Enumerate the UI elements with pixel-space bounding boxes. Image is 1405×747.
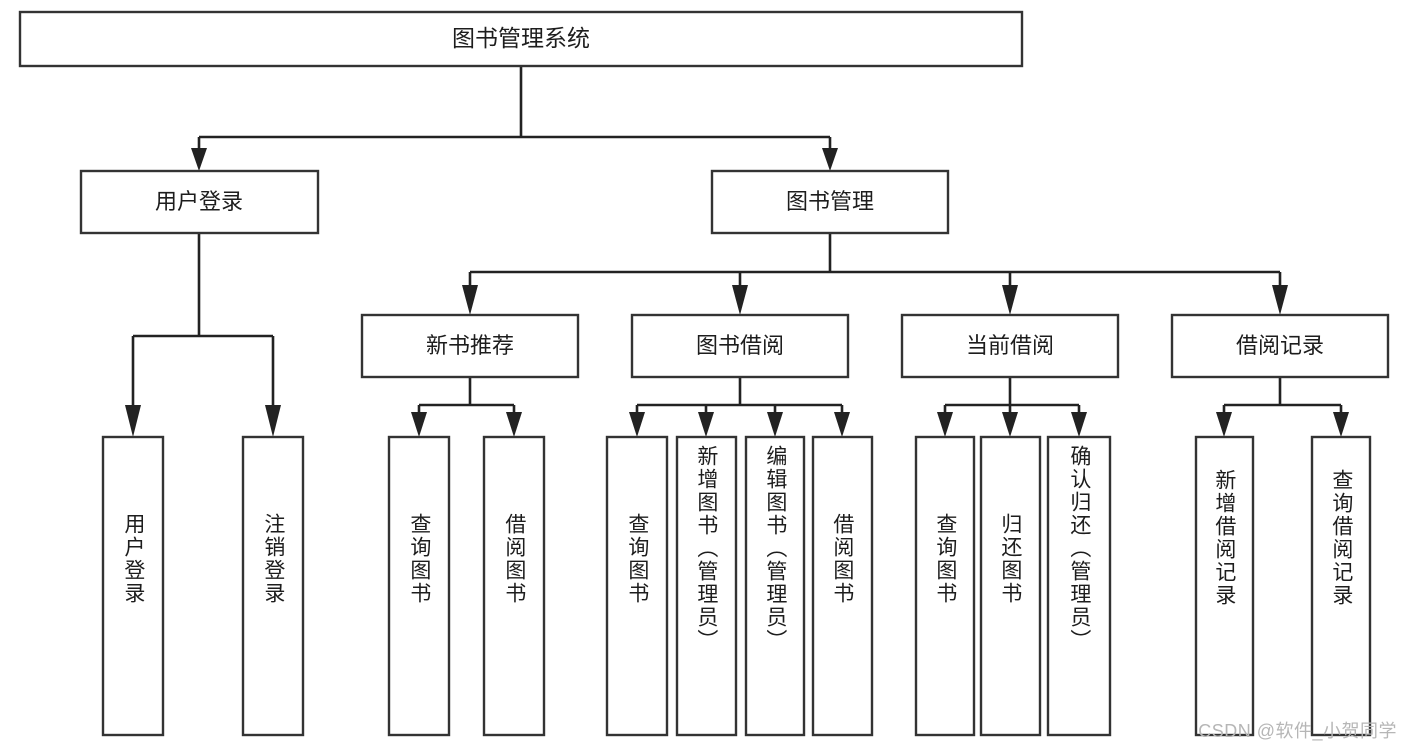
node-root-box[interactable] [18,10,1024,68]
leaf-box-borrow-book-1[interactable] [482,435,546,737]
leaf-box-confirm-return[interactable] [1046,435,1112,737]
node-book-manage[interactable]: 图书管理 [710,169,950,235]
arrow-head-icon [629,412,645,437]
arrow-head-icon [462,285,478,315]
arrow-head-icon [698,412,714,437]
arrow-head-icon [125,405,141,437]
node-book-borrow-label: 图书借阅 [696,333,784,358]
connector-group-current-borrow-to-leaves [937,377,1087,437]
connector-group-user-login-to-leaves [125,233,281,437]
node-root-label: 图书管理系统 [452,25,590,51]
arrow-head-icon [506,412,522,437]
node-current-borrow-label: 当前借阅 [966,333,1054,358]
arrow-head-icon [265,405,281,437]
arrow-head-icon [822,148,838,171]
leaf-box-borrow-book-2[interactable] [811,435,874,737]
arrow-head-icon [732,285,748,315]
leaf-box-edit-book[interactable] [744,435,806,737]
leaf-box-add-record[interactable] [1194,435,1255,737]
node-user-login-label: 用户登录 [155,189,243,214]
node-book-manage-box[interactable] [710,169,950,235]
arrow-head-icon [1002,412,1018,437]
node-new-book-recommend-box[interactable] [360,313,580,379]
arrow-head-icon [411,412,427,437]
node-borrow-record-label: 借阅记录 [1236,333,1324,358]
arrow-head-icon [1216,412,1232,437]
node-book-borrow[interactable]: 图书借阅 [630,313,850,379]
node-user-login-box[interactable] [79,169,320,235]
connector-group-new-book-recommend-to-leaves [411,377,522,437]
node-new-book-recommend[interactable]: 新书推荐 [360,313,580,379]
connector-group-book-manage-to-level3 [462,233,1288,315]
node-new-book-recommend-label: 新书推荐 [426,333,514,358]
arrow-head-icon [1002,285,1018,315]
node-book-borrow-box[interactable] [630,313,850,379]
connector-group-borrow-record-to-leaves [1216,377,1349,437]
leaf-box-return-book[interactable] [979,435,1042,737]
csdn-watermark: CSDN @软件_小贺同学 [1198,721,1397,741]
leaf-box-query-book-1[interactable] [387,435,451,737]
connector-group-root-to-level2 [191,66,838,171]
arrow-head-icon [191,148,207,171]
arrow-head-icon [1071,412,1087,437]
arrow-head-icon [937,412,953,437]
arrow-head-icon [1333,412,1349,437]
leaf-box-query-record[interactable] [1310,435,1372,737]
node-borrow-record[interactable]: 借阅记录 [1170,313,1390,379]
leaf-box-user-login[interactable] [101,435,165,737]
leaf-box-query-book-2[interactable] [605,435,669,737]
arrow-head-icon [834,412,850,437]
leaf-box-logout[interactable] [241,435,305,737]
node-borrow-record-box[interactable] [1170,313,1390,379]
leaf-box-query-book-3[interactable] [914,435,976,737]
node-root[interactable]: 图书管理系统 [18,10,1024,68]
node-book-manage-label: 图书管理 [786,189,874,214]
node-user-login[interactable]: 用户登录 [79,169,320,235]
node-current-borrow[interactable]: 当前借阅 [900,313,1120,379]
arrow-head-icon [1272,285,1288,315]
node-current-borrow-box[interactable] [900,313,1120,379]
arrow-head-icon [767,412,783,437]
leaf-box-add-book[interactable] [675,435,738,737]
connector-group-book-borrow-to-leaves [629,377,850,437]
